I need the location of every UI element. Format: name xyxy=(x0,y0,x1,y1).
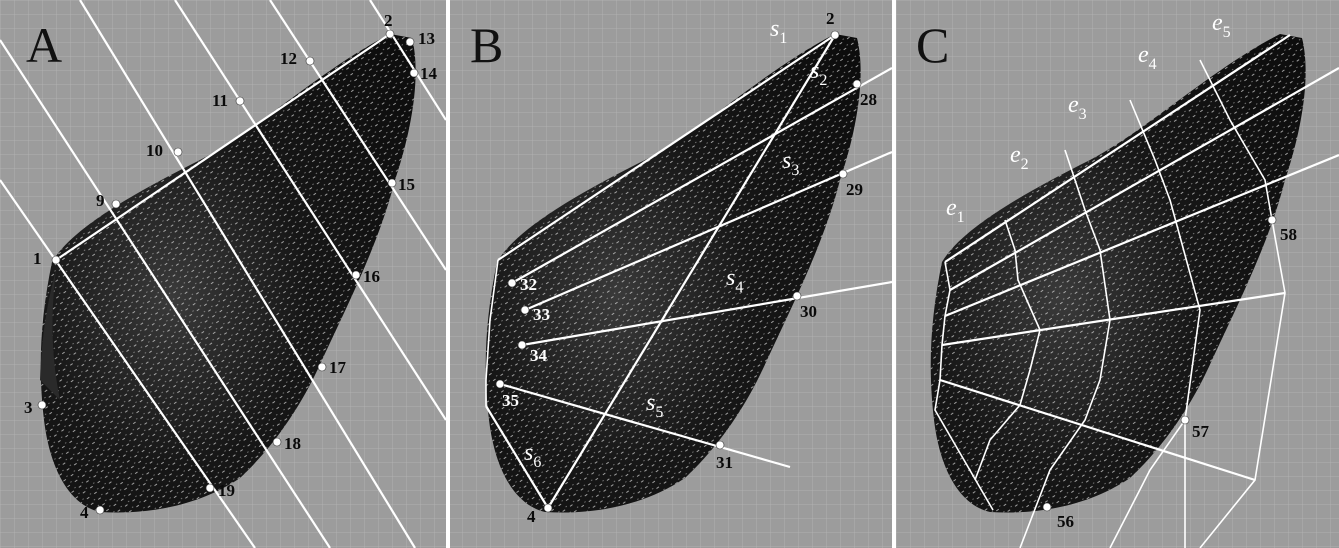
landmark-16: 16 xyxy=(363,267,380,286)
landmark-13: 13 xyxy=(418,29,435,48)
panel-c: C 56 57 58 e1 e2 e3 e4 e5 xyxy=(896,0,1339,548)
landmark-10: 10 xyxy=(146,141,163,160)
panel-label-c: C xyxy=(916,17,949,73)
landmark-1: 1 xyxy=(33,249,42,268)
landmark-30: 30 xyxy=(800,302,817,321)
landmark-58: 58 xyxy=(1280,225,1297,244)
panel-divider xyxy=(446,0,450,548)
panel-b: B 2 4 28 29 30 31 32 33 34 35 s1 s2 s3 s… xyxy=(450,0,892,548)
landmark-35: 35 xyxy=(502,391,519,410)
panel-label-b: B xyxy=(470,17,503,73)
landmark-32: 32 xyxy=(520,275,537,294)
landmark-17: 17 xyxy=(329,358,347,377)
landmark-14: 14 xyxy=(420,64,438,83)
landmark-29: 29 xyxy=(846,180,863,199)
landmark-31: 31 xyxy=(716,453,733,472)
landmark-34: 34 xyxy=(530,346,548,365)
landmark-2: 2 xyxy=(826,9,835,28)
landmark-4: 4 xyxy=(80,503,89,522)
landmark-11: 11 xyxy=(212,91,228,110)
panel-divider xyxy=(892,0,896,548)
landmark-12: 12 xyxy=(280,49,297,68)
landmark-2: 2 xyxy=(384,11,393,30)
landmark-57: 57 xyxy=(1192,422,1210,441)
landmark-4: 4 xyxy=(527,507,536,526)
landmark-3: 3 xyxy=(24,398,33,417)
landmark-28: 28 xyxy=(860,90,877,109)
panel-label-a: A xyxy=(26,17,62,73)
landmark-9: 9 xyxy=(96,191,105,210)
landmark-18: 18 xyxy=(284,434,301,453)
landmark-56: 56 xyxy=(1057,512,1074,531)
landmark-15: 15 xyxy=(398,175,415,194)
landmark-19: 19 xyxy=(218,481,235,500)
panel-a: A 1 2 3 4 9 10 11 12 13 14 15 16 17 18 1… xyxy=(0,0,446,548)
landmark-33: 33 xyxy=(533,305,550,324)
